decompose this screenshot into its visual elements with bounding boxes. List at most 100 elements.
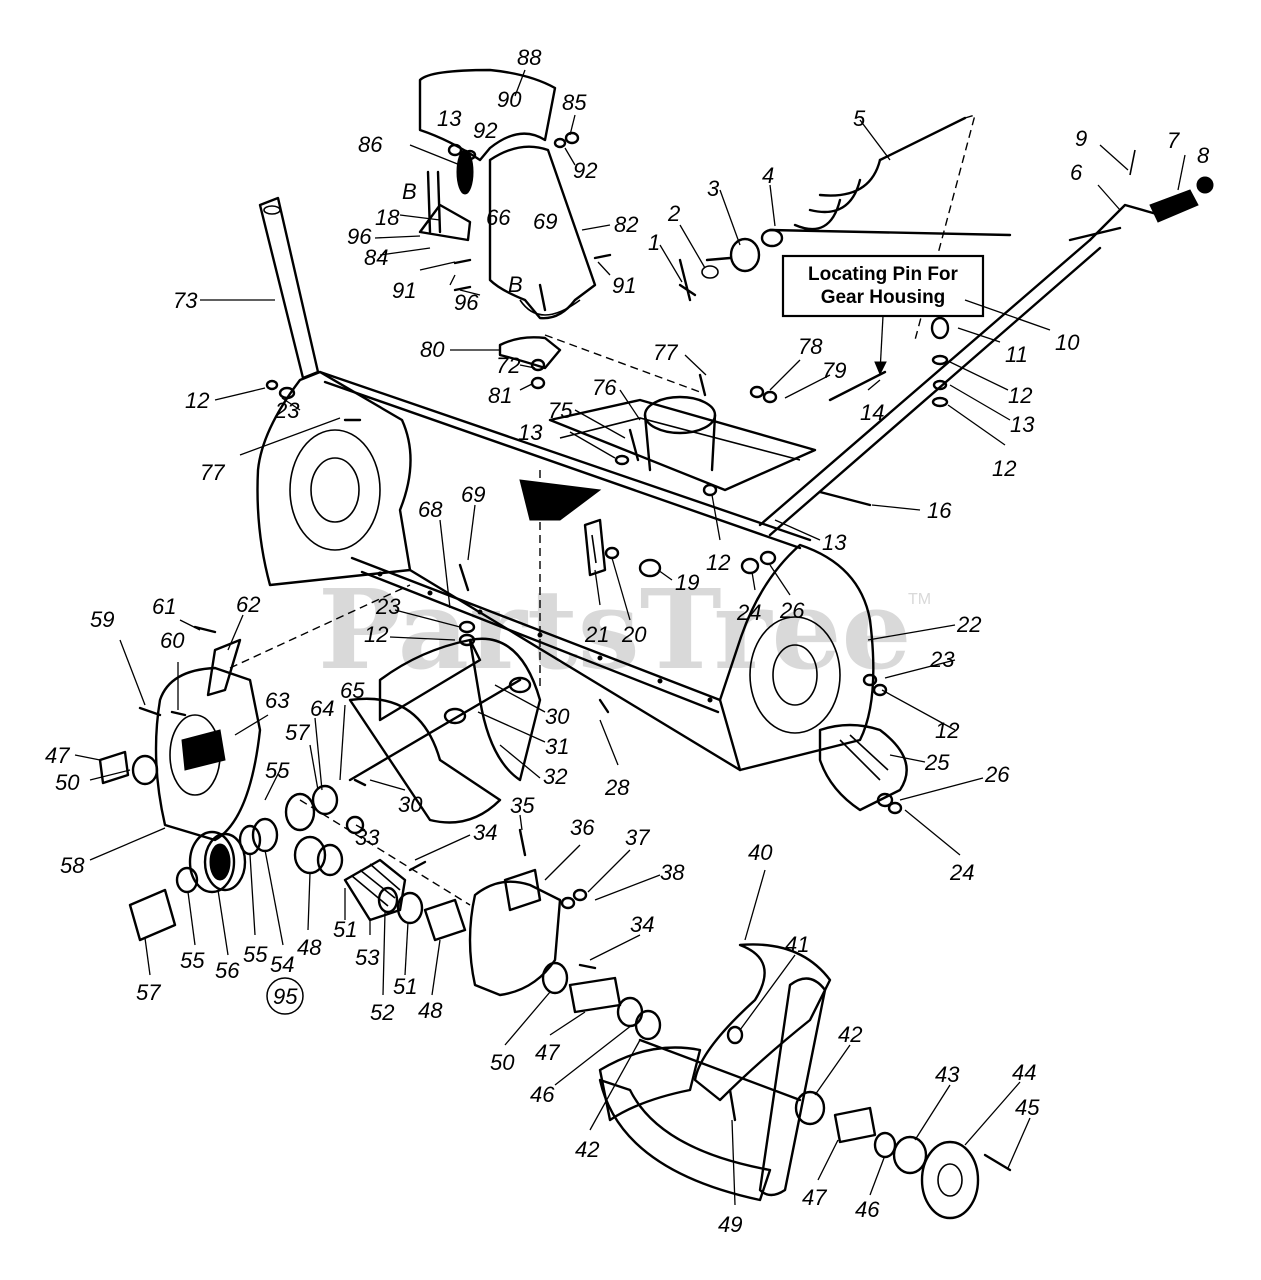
chute-crank-bracket (258, 196, 320, 380)
label-68: 68 (418, 497, 443, 522)
leader-lines (74, 69, 1186, 1206)
label-72: 72 (496, 353, 520, 378)
label-7: 7 (1167, 128, 1180, 153)
label-58: 58 (60, 853, 85, 878)
label-12: 12 (185, 388, 209, 413)
label-61: 61 (152, 594, 176, 619)
label-57: 57 (136, 980, 161, 1005)
pulley (188, 830, 247, 894)
label-2: 2 (667, 201, 680, 226)
label-12: 12 (364, 622, 388, 647)
label-88: 88 (517, 45, 542, 70)
set-screw (518, 828, 527, 857)
label-41: 41 (785, 932, 809, 957)
label-19: 19 (675, 570, 699, 595)
label-11: 11 (1005, 342, 1028, 367)
bolt (818, 490, 872, 507)
hardware-stack (930, 316, 950, 408)
label-13: 13 (518, 420, 543, 445)
label-25: 25 (924, 750, 950, 775)
label-38: 38 (660, 860, 685, 885)
label-91: 91 (392, 278, 416, 303)
label-35: 35 (510, 793, 535, 818)
locating-pin (828, 370, 887, 402)
label-90: 90 (497, 87, 522, 112)
label-30: 30 (398, 792, 423, 817)
callout-line-2: Gear Housing (821, 287, 946, 308)
trademark: TM (908, 591, 931, 608)
label-95: 95 (273, 984, 298, 1009)
label-55: 55 (180, 948, 205, 973)
gear-housing (468, 868, 562, 997)
label-54: 54 (270, 952, 294, 977)
label-20: 20 (621, 622, 647, 647)
label-21: 21 (584, 622, 609, 647)
label-84: 84 (364, 245, 388, 270)
label-12: 12 (706, 550, 730, 575)
label-46: 46 (530, 1082, 555, 1107)
label-10: 10 (1055, 330, 1080, 355)
label-55: 55 (265, 758, 290, 783)
label-40: 40 (748, 840, 773, 865)
label-51: 51 (393, 974, 417, 999)
label-5: 5 (853, 106, 866, 131)
label-64: 64 (310, 696, 334, 721)
skid-shoe (818, 723, 908, 812)
label-50: 50 (55, 770, 80, 795)
label-77: 77 (653, 340, 678, 365)
label-45: 45 (1015, 1095, 1040, 1120)
label-91: 91 (612, 273, 636, 298)
right-auger (598, 943, 832, 1202)
label-9: 9 (1075, 126, 1087, 151)
label-52: 52 (370, 1000, 394, 1025)
label-69: 69 (461, 482, 485, 507)
label-42: 42 (575, 1137, 599, 1162)
label-26: 26 (779, 598, 805, 623)
shaft-sleeve (98, 750, 130, 785)
bearing-flange (920, 1140, 980, 1220)
label-14: 14 (860, 400, 884, 425)
label-57: 57 (285, 720, 310, 745)
label-6: 6 (1070, 160, 1083, 185)
label-8: 8 (1197, 143, 1210, 168)
label-96: 96 (347, 224, 372, 249)
label-22: 22 (956, 612, 981, 637)
label-75: 75 (548, 398, 573, 423)
label-13: 13 (822, 530, 847, 555)
label-47: 47 (45, 743, 70, 768)
label-81: 81 (488, 383, 512, 408)
label-51: 51 (333, 917, 357, 942)
label-16: 16 (927, 498, 952, 523)
label-43: 43 (935, 1062, 960, 1087)
label-12: 12 (935, 718, 959, 743)
label-23: 23 (274, 398, 300, 423)
label-69: 69 (533, 209, 557, 234)
label-44: 44 (1012, 1060, 1036, 1085)
label-34: 34 (630, 912, 654, 937)
spacer-sleeve (128, 888, 177, 942)
left-auger (348, 637, 542, 824)
label-47: 47 (535, 1040, 560, 1065)
label-37: 37 (625, 825, 650, 850)
label-92: 92 (473, 118, 497, 143)
label-47: 47 (802, 1185, 827, 1210)
label-92: 92 (573, 158, 597, 183)
label-60: 60 (160, 628, 185, 653)
circled-label-95 (266, 977, 304, 1015)
label-78: 78 (798, 334, 823, 359)
label-24: 24 (736, 600, 761, 625)
label-79: 79 (822, 358, 846, 383)
label-1: 1 (648, 230, 660, 255)
label-76: 76 (592, 375, 617, 400)
label-32: 32 (543, 764, 567, 789)
label-73: 73 (173, 288, 198, 313)
crank-assembly (678, 116, 1214, 537)
label-B: B (508, 272, 523, 297)
label-50: 50 (490, 1050, 515, 1075)
label-36: 36 (570, 815, 595, 840)
label-86: 86 (358, 132, 383, 157)
label-56: 56 (215, 958, 240, 983)
label-13: 13 (437, 106, 462, 131)
label-B: B (402, 179, 417, 204)
